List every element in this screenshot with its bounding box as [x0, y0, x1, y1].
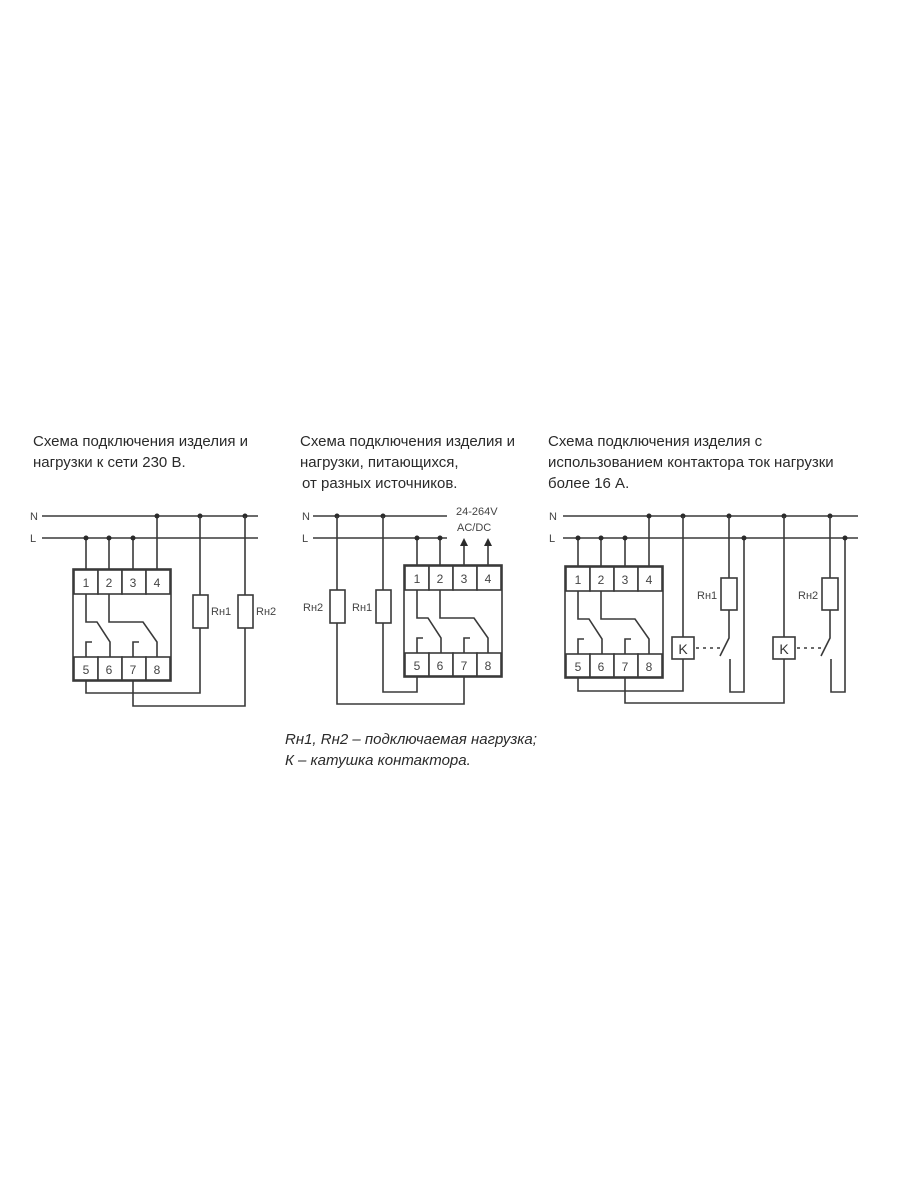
svg-text:3: 3 — [622, 573, 629, 587]
svg-text:3: 3 — [130, 576, 137, 590]
load-resistor-1 — [192, 594, 209, 629]
svg-text:8: 8 — [485, 659, 492, 673]
load-2-label: Rн2 — [798, 590, 818, 602]
load-resistor-1 — [720, 577, 738, 611]
diagram-3: Схема подключения изделия с использовани… — [548, 433, 858, 704]
arrow-up-icon — [484, 538, 492, 546]
svg-text:7: 7 — [622, 660, 629, 674]
svg-text:4: 4 — [646, 573, 653, 587]
line-label: L — [549, 533, 555, 545]
svg-text:8: 8 — [646, 660, 653, 674]
line-label: L — [30, 533, 36, 545]
diagram-2-title-line-3: от разных источников. — [302, 475, 457, 492]
terminal-numbers: 1 2 3 4 5 6 7 8 — [575, 573, 653, 674]
load-resistor-1 — [375, 589, 392, 624]
svg-text:6: 6 — [598, 660, 605, 674]
load-1-label: Rн1 — [697, 590, 717, 602]
load-2-label: Rн2 — [256, 606, 276, 618]
legend-loads: Rн1, Rн2 – подключаемая нагрузка; — [285, 731, 537, 748]
diagram-1-title-line-2: нагрузки к сети 230 В. — [33, 454, 186, 471]
load-resistor-2 — [237, 594, 254, 629]
diagram-2-title-line-2: нагрузки, питающихся, — [300, 454, 459, 471]
contactor-switch-1 — [719, 610, 730, 657]
svg-text:4: 4 — [154, 576, 161, 590]
diagram-2-title-line-1: Схема подключения изделия и — [300, 433, 515, 450]
svg-text:7: 7 — [461, 659, 468, 673]
svg-text:6: 6 — [437, 659, 444, 673]
svg-text:3: 3 — [461, 572, 468, 586]
supply-type-label: AC/DC — [457, 522, 491, 534]
load-1-label: Rн1 — [211, 606, 231, 618]
svg-text:2: 2 — [598, 573, 605, 587]
terminal-numbers: 1 2 3 4 5 6 7 8 — [414, 572, 492, 673]
load-1-label: Rн1 — [352, 602, 372, 614]
neutral-label: N — [549, 511, 557, 523]
svg-text:5: 5 — [414, 659, 421, 673]
coil-2-label: K — [779, 641, 789, 657]
legend-coil: К – катушка контактора. — [285, 752, 471, 769]
arrow-up-icon — [460, 538, 468, 546]
diagram-1: Схема подключения изделия и нагрузки к с… — [30, 433, 276, 707]
diagram-3-title-line-3: более 16 А. — [548, 475, 629, 492]
diagram-2: Схема подключения изделия и нагрузки, пи… — [300, 433, 515, 705]
svg-text:6: 6 — [106, 663, 113, 677]
svg-text:1: 1 — [414, 572, 421, 586]
contactor-switch-2 — [820, 610, 831, 657]
svg-text:7: 7 — [130, 663, 137, 677]
load-2-label: Rн2 — [303, 602, 323, 614]
svg-text:2: 2 — [106, 576, 113, 590]
coil-1-label: K — [678, 641, 688, 657]
load-resistor-2 — [329, 589, 346, 624]
neutral-label: N — [302, 511, 310, 523]
svg-text:5: 5 — [575, 660, 582, 674]
svg-text:1: 1 — [83, 576, 90, 590]
supply-voltage-label: 24-264V — [456, 506, 498, 518]
diagram-3-title-line-1: Схема подключения изделия с — [548, 433, 763, 450]
svg-text:4: 4 — [485, 572, 492, 586]
diagram-3-title-line-2: использованием контактора ток нагрузки — [548, 454, 834, 471]
line-label: L — [302, 533, 308, 545]
diagram-1-title-line-1: Схема подключения изделия и — [33, 433, 248, 450]
svg-text:8: 8 — [154, 663, 161, 677]
svg-text:5: 5 — [83, 663, 90, 677]
neutral-label: N — [30, 511, 38, 523]
load-resistor-2 — [821, 577, 839, 611]
terminal-numbers: 1 2 3 4 5 6 7 8 — [83, 576, 161, 677]
svg-text:1: 1 — [575, 573, 582, 587]
svg-text:2: 2 — [437, 572, 444, 586]
